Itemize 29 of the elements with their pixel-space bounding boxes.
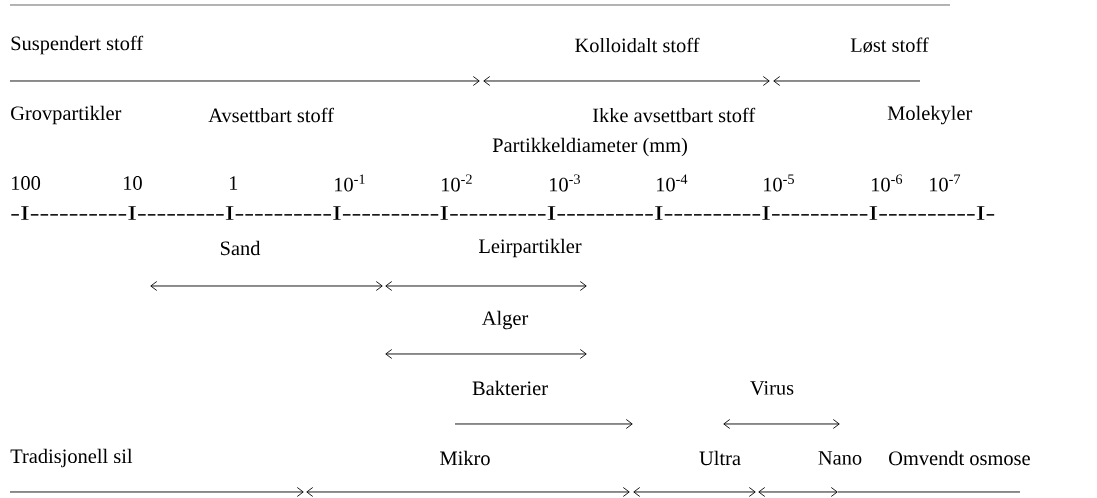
range-label: Sand [220,240,261,256]
tick-label: 10$^{-1}$ [335,174,365,192]
tick-label: 10$^{-4}$ [657,174,688,192]
scale-label: Ikke avsettbart stoff [592,107,756,123]
tick-label: 1 [230,176,238,190]
tick-label: 10$^{-2}$ [442,174,472,192]
range-label: Leirpartikler [479,238,582,258]
filter-label: Tradisjonell sil [10,448,133,468]
range-label: Alger [481,310,529,330]
tick-label: 10 [124,176,142,190]
filter-label: Mikro [440,450,490,466]
tick-label: 10$^{-7}$ [930,174,961,192]
tick-label: 10$^{-6}$ [872,174,903,192]
filter-label: Nano [818,451,862,465]
axis-title: Partikkeldiameter (mm) [492,137,687,157]
scale-label: Kolloidalt stoff [575,37,700,53]
scale-label: Grovpartikler [11,105,122,125]
scale-label: Molekyler [887,105,973,125]
tick-label: 10$^{-3}$ [550,174,580,192]
scale-label: Løst stoff [850,37,929,53]
filter-label: Omvendt osmose [889,450,1030,466]
range-label: Bakterier [472,380,548,396]
tick-label: 10$^{-5}$ [764,174,794,192]
scale-label: Avsettbart stoff [208,107,334,123]
tick-label: 100 [12,176,41,190]
dashed-scale: -I----------I---------I----------I----------I----------I----------I----------I----------I----------I- [11,206,995,220]
filter-label: Ultra [699,450,741,466]
range-label: Virus [750,381,794,395]
scale-label: Suspendert stoff [11,35,144,55]
